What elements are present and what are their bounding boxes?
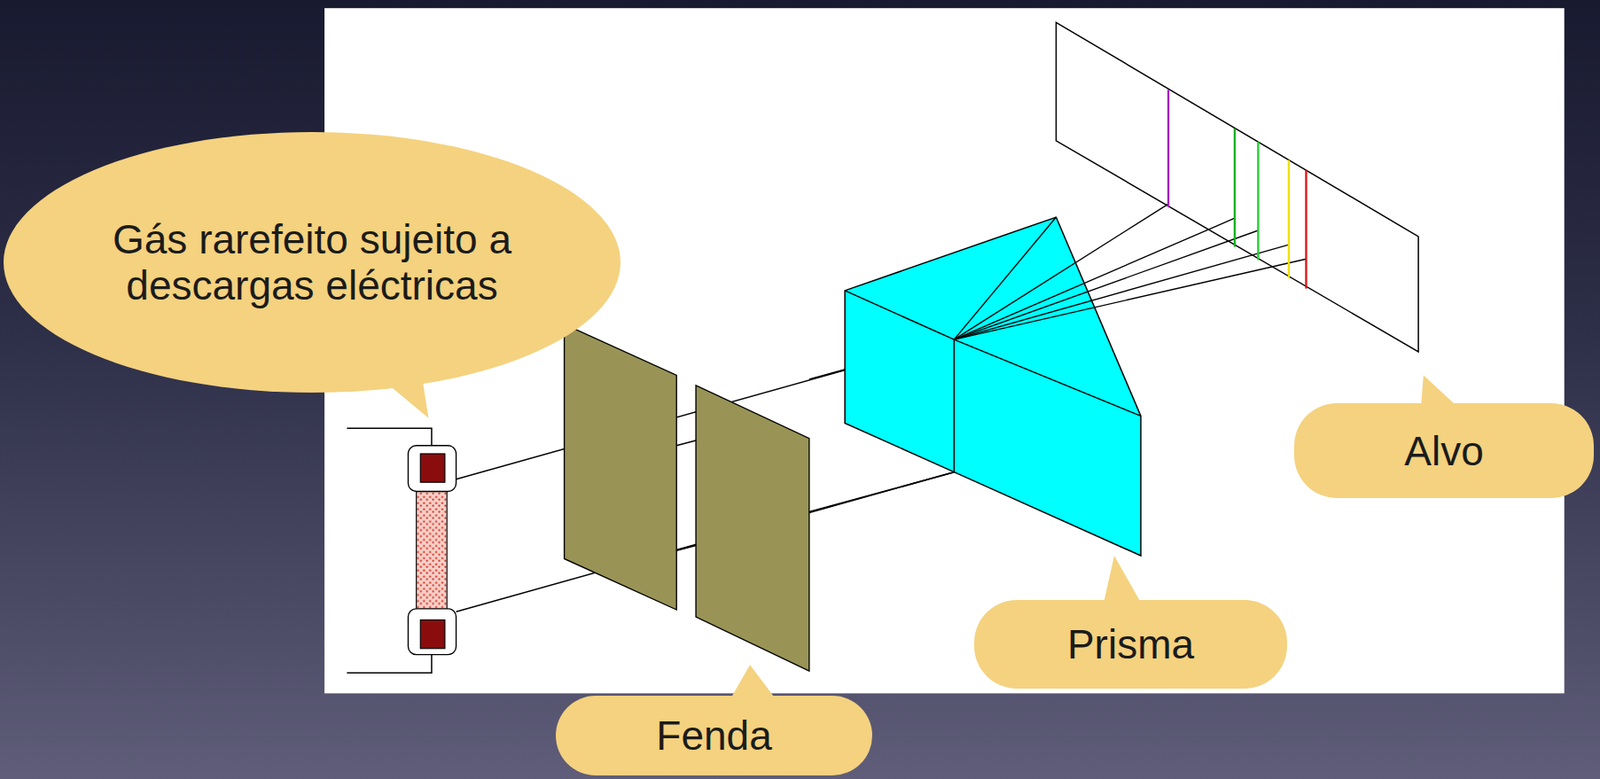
spectral-lines (1168, 89, 1306, 289)
slit-plate (695, 385, 810, 672)
slit-plate (564, 324, 678, 610)
prism (844, 217, 1141, 556)
callout-text: Fenda (655, 712, 772, 759)
callout-tail (379, 366, 1465, 706)
wire (346, 655, 432, 674)
gas-callout: Gás rarefeito sujeito a descargas eléctr… (3, 132, 621, 393)
target-callout: Alvo (1294, 403, 1594, 499)
callout-text: Gás rarefeito sujeito a descargas eléctr… (99, 216, 525, 309)
dispersed-rays (953, 203, 1306, 340)
callout-text: Alvo (1404, 428, 1483, 475)
gas-discharge-tube (407, 445, 456, 656)
slit-callout: Fenda (555, 695, 873, 776)
target-screen (1055, 22, 1419, 352)
callout-text: Prisma (1067, 621, 1195, 668)
wire (346, 428, 432, 446)
prism-callout: Prisma (974, 600, 1288, 689)
